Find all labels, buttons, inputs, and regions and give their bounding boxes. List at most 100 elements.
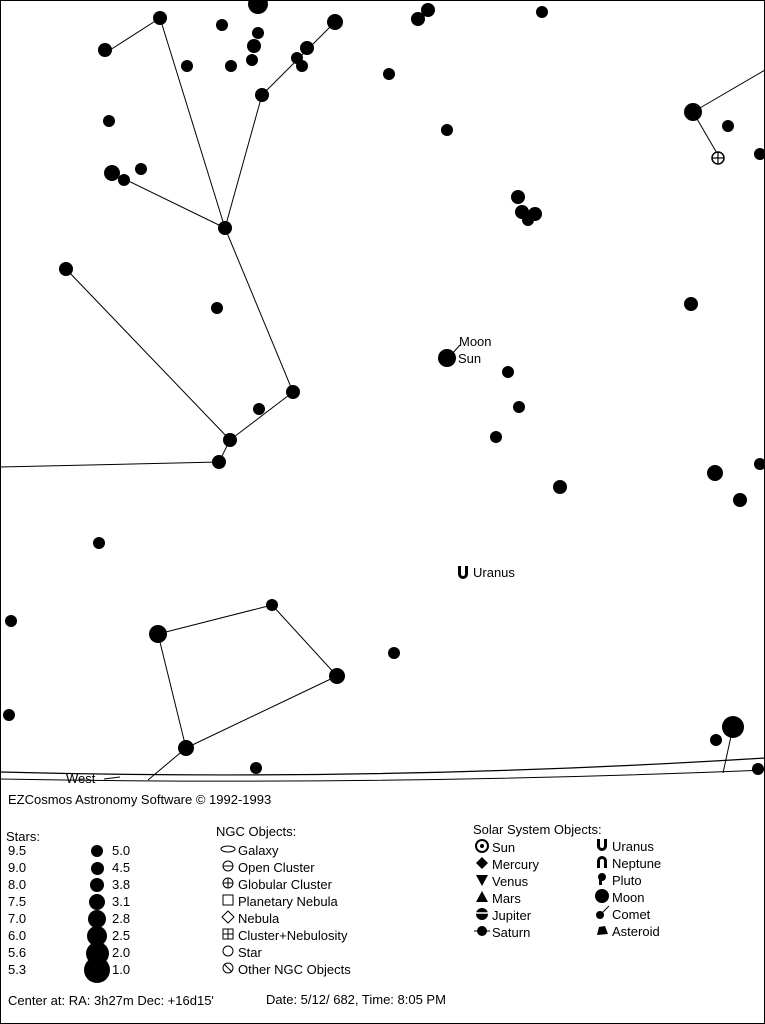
constellation-line: [159, 17, 226, 229]
star[interactable]: [528, 207, 542, 221]
star[interactable]: [710, 734, 722, 746]
legend-item-label: Cluster+Nebulosity: [238, 928, 348, 943]
star[interactable]: [266, 599, 278, 611]
star[interactable]: [135, 163, 147, 175]
star[interactable]: [511, 190, 525, 204]
star[interactable]: [225, 60, 237, 72]
star[interactable]: [300, 41, 314, 55]
constellation-line: [229, 391, 294, 441]
magnitude-value: 9.0: [8, 860, 27, 875]
star[interactable]: [286, 385, 300, 399]
star[interactable]: [553, 480, 567, 494]
star[interactable]: [441, 124, 453, 136]
magnitude-value: 8.0: [8, 877, 27, 892]
star[interactable]: [752, 763, 764, 775]
star[interactable]: [438, 349, 456, 367]
magnitude-size: 2.8: [112, 911, 131, 926]
galaxy-icon: [220, 841, 236, 860]
star[interactable]: [98, 43, 112, 57]
legend-item-label: Venus: [492, 874, 529, 889]
star[interactable]: [103, 115, 115, 127]
legend-item: Jupiter: [474, 906, 531, 925]
footer-date: Date: 5/12/ 682, Time: 8:05 PM: [266, 992, 446, 1007]
star[interactable]: [329, 668, 345, 684]
magnitude-size: 3.8: [112, 877, 131, 892]
star[interactable]: [93, 537, 105, 549]
star[interactable]: [59, 262, 73, 276]
magnitude-dot-icon: [90, 878, 104, 892]
open-cluster-icon: [220, 858, 236, 877]
star[interactable]: [253, 403, 265, 415]
uranus-icon: [458, 566, 468, 579]
star[interactable]: [255, 88, 269, 102]
star[interactable]: [181, 60, 193, 72]
footer-center: Center at: RA: 3h27m Dec: +16d15': [8, 993, 214, 1008]
star[interactable]: [246, 54, 258, 66]
magnitude-dot-icon: [88, 910, 106, 928]
star[interactable]: [388, 647, 400, 659]
solar-header: Solar System Objects:: [473, 822, 602, 837]
moon-sun-marker[interactable]: Moon Sun: [449, 334, 492, 366]
star[interactable]: [327, 14, 343, 30]
star[interactable]: [250, 762, 262, 774]
star[interactable]: [211, 302, 223, 314]
star[interactable]: [754, 458, 765, 470]
star[interactable]: [722, 716, 744, 738]
constellation-line: [157, 604, 273, 635]
star[interactable]: [247, 39, 261, 53]
constellation-line: [224, 227, 294, 393]
nebula-icon: [220, 909, 236, 928]
sky-map-canvas[interactable]: Moon Sun Uranus West: [0, 0, 765, 785]
star[interactable]: [212, 455, 226, 469]
horizon-line: [0, 757, 765, 776]
star[interactable]: [733, 493, 747, 507]
star[interactable]: [118, 174, 130, 186]
star[interactable]: [5, 615, 17, 627]
constellation-line: [111, 172, 226, 229]
legend-item-label: Galaxy: [238, 843, 279, 858]
legend-item: Planetary Nebula: [220, 892, 338, 911]
star[interactable]: [252, 27, 264, 39]
star[interactable]: [421, 3, 435, 17]
star[interactable]: [684, 297, 698, 311]
star[interactable]: [223, 433, 237, 447]
magnitude-size: 4.5: [112, 860, 131, 875]
sky-map[interactable]: Moon Sun Uranus West: [0, 0, 765, 785]
legend-item-label: Nebula: [238, 911, 280, 926]
star[interactable]: [218, 221, 232, 235]
constellation-line: [271, 604, 338, 677]
star[interactable]: [296, 60, 308, 72]
magnitude-value: 5.3: [8, 962, 27, 977]
star[interactable]: [153, 11, 167, 25]
legend-item: Neptune: [594, 854, 661, 873]
star[interactable]: [722, 120, 734, 132]
star[interactable]: [754, 148, 765, 160]
magnitude-dot-icon: [84, 957, 110, 983]
star[interactable]: [490, 431, 502, 443]
legend-item-label: Other NGC Objects: [238, 962, 351, 977]
star[interactable]: [684, 103, 702, 121]
star[interactable]: [707, 465, 723, 481]
globular-cluster-icon: [711, 151, 725, 165]
legend-item: Open Cluster: [220, 858, 315, 877]
constellation-line: [157, 633, 187, 749]
star[interactable]: [216, 19, 228, 31]
legend-item: Pluto: [594, 871, 642, 890]
star[interactable]: [502, 366, 514, 378]
star[interactable]: [383, 68, 395, 80]
star[interactable]: [104, 165, 120, 181]
star[interactable]: [536, 6, 548, 18]
star[interactable]: [178, 740, 194, 756]
constellation-line: [0, 461, 220, 468]
star[interactable]: [513, 401, 525, 413]
star[interactable]: [411, 12, 425, 26]
star[interactable]: [149, 625, 167, 643]
constellation-line: [65, 268, 231, 441]
magnitude-dot-icon: [91, 845, 103, 857]
magnitude-size: 1.0: [112, 962, 131, 977]
uranus-marker[interactable]: Uranus: [458, 565, 515, 580]
star[interactable]: [3, 709, 15, 721]
star[interactable]: [248, 0, 268, 14]
magnitude-value: 7.5: [8, 894, 27, 909]
stars-layer: [3, 0, 765, 775]
